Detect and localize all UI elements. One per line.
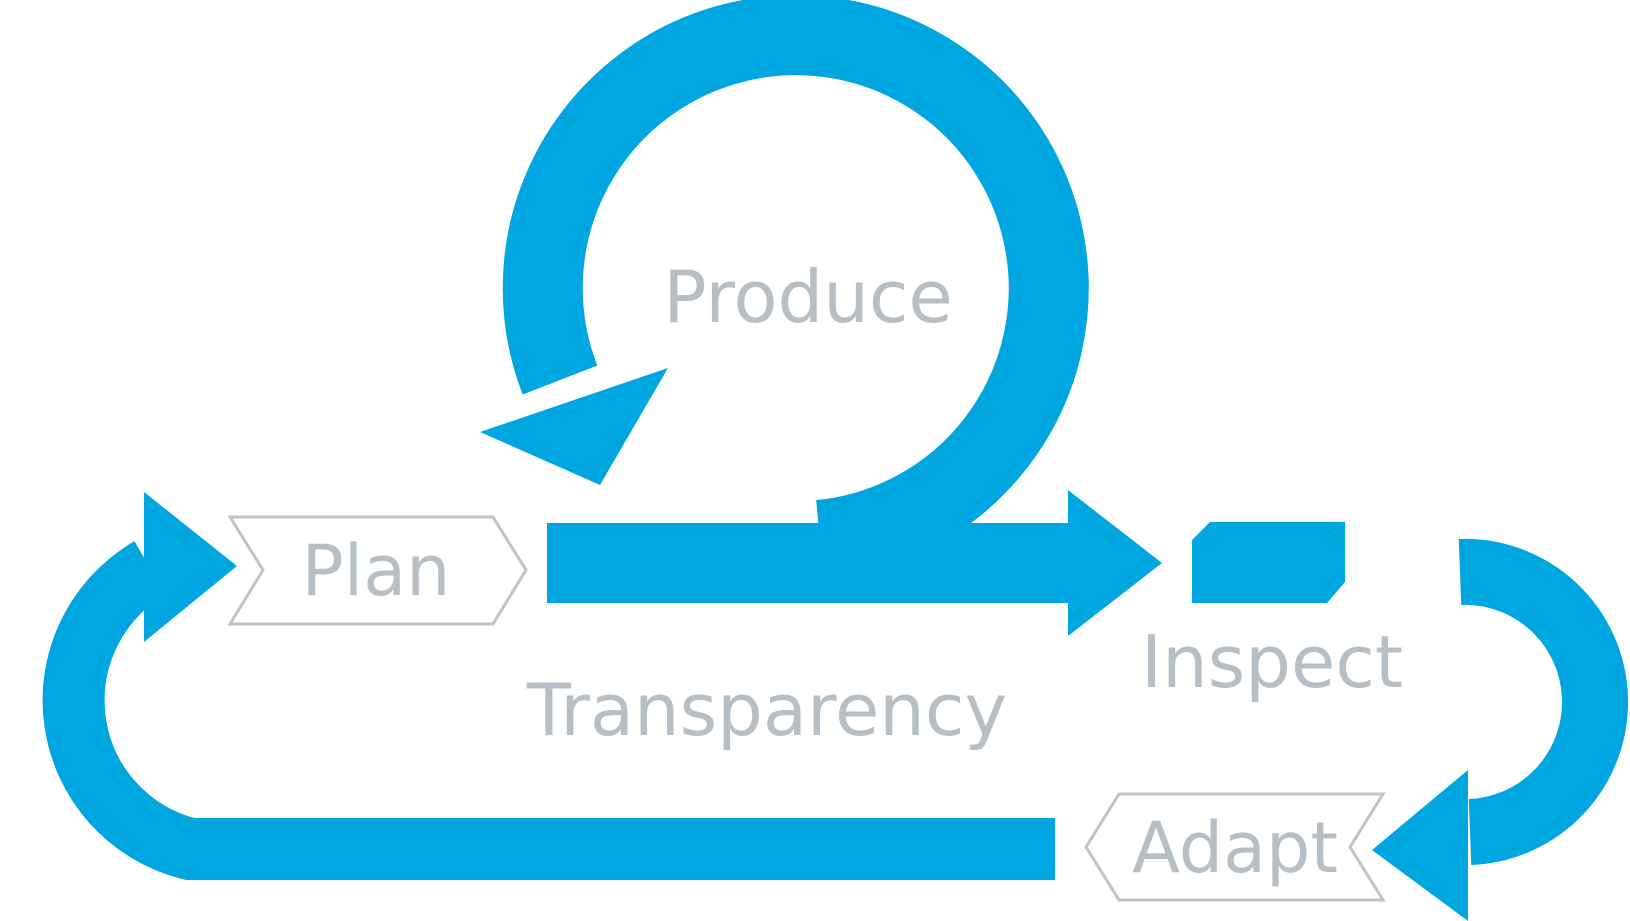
produce-flow-arrow — [547, 490, 1162, 636]
increment-box-icon — [1192, 522, 1345, 603]
transparency-label: Transparency — [526, 668, 1007, 752]
inspect-to-adapt-arrow — [1372, 538, 1629, 921]
plan-label: Plan — [302, 530, 451, 612]
adapt-label: Adapt — [1132, 807, 1338, 889]
produce-label: Produce — [663, 255, 952, 339]
inspect-label: Inspect — [1141, 620, 1403, 704]
plan-tag: Plan — [227, 515, 528, 626]
adapt-to-plan-arrow — [42, 492, 1055, 880]
adapt-tag: Adapt — [1084, 792, 1386, 902]
produce-loop-arrow — [480, 0, 1089, 580]
